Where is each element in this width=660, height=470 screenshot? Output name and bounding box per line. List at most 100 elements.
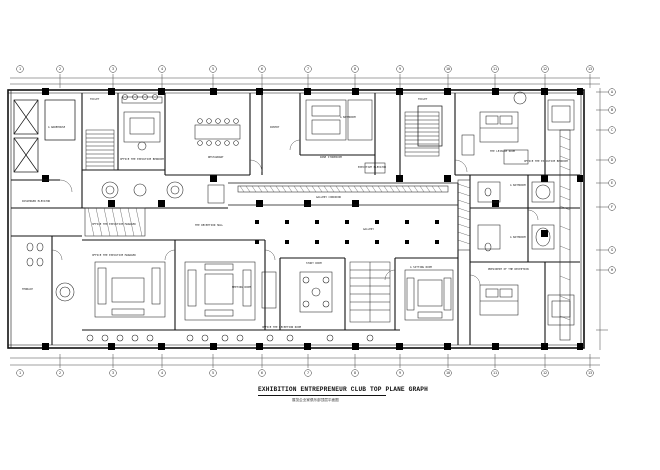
grid-column-bubble-top: 13 [586,65,594,73]
grid-column-bubble-bottom-label: 3 [112,371,114,375]
grid-column-bubble-bottom-circle [258,369,266,377]
grid-column-bubble-top-label: 6 [261,67,263,71]
grid-column-bubble-bottom: 12 [541,369,549,377]
room-label-leisure-room: THE LEISURE ROOM [490,149,515,153]
stair-flights [85,111,440,323]
grid-column-bubble-top-circle [586,65,594,73]
room-label-office-executive-bedroom: OFFICE THE EXECUTIVE BEDROOM [120,157,164,161]
grid-column-bubble-bottom-circle [444,369,452,377]
grid-row-bubble-circle [608,88,616,96]
grid-column-bubble-top-label: 5 [212,67,214,71]
grid-row-bubble-label: B [611,108,613,112]
grid-row-bubble-label: C [611,128,613,132]
grid-column-bubble-bottom-label: 11 [493,371,497,375]
interior-walls [11,93,580,345]
grid-column-bubble-bottom: 2 [56,369,64,377]
grid-column-bubble-top: 7 [304,65,312,73]
grid-column-bubble-bottom-label: 5 [212,371,214,375]
grid-column-bubble-bottom-label: 2 [59,371,61,375]
room-label-restaurant: RESTAURANT [208,155,224,159]
grid-column-bubble-top: 8 [351,65,359,73]
top-dimension-lines [10,74,600,88]
grid-column-bubble-bottom: 4 [158,369,166,377]
grid-row-bubble-circle [608,203,616,211]
grid-column-bubble-bottom: 11 [491,369,499,377]
grid-column-bubble-bottom-circle [541,369,549,377]
grid-column-bubble-top: 12 [541,65,549,73]
room-label-toilet-mid: TOILET [418,97,428,101]
grid-column-bubble-top: 6 [258,65,266,73]
grid-column-bubble-bottom-label: 1 [19,371,21,375]
room-label-office-executive-bedroom-right: OFFICE THE EXECUTIVE BEDROOM [524,159,568,163]
grid-column-bubble-bottom-circle [209,369,217,377]
grid-column-bubble-top: 9 [396,65,404,73]
grid-column-bubble-bottom-label: 8 [354,371,356,375]
grid-column-bubble-bottom: 1 [16,369,24,377]
room-labels: A WAREHOUSE PASSENGER ELEVATOR TOILET OF… [22,97,568,329]
grid-column-bubble-bottom-label: 7 [307,371,309,375]
drawing-subtitle: 展览企业家俱乐部顶层平面图 [292,398,339,402]
bottom-dimension-lines [10,354,600,368]
furniture [26,91,575,342]
grid-column-bubble-top-circle [109,65,117,73]
room-label-bathroom-right: A BATHROOM [510,183,526,187]
grid-column-bubble-bottom-circle [56,369,64,377]
grid-row-bubble: H [608,266,616,274]
room-label-bathroom: A BATHROOM [340,115,356,119]
grid-column-bubble-top-circle [444,65,452,73]
grid-row-bubble: E [608,179,616,187]
grid-column-bubble-bottom-label: 4 [161,371,163,375]
grid-column-bubble-bottom: 10 [444,369,452,377]
grid-column-bubble-top-circle [491,65,499,73]
room-label-office-reception-room: OFFICE THE RECEPTION ROOM [262,325,301,329]
room-label-sitting-room: A SITTING ROOM [410,265,432,269]
grid-column-bubble-bottom-circle [109,369,117,377]
grid-row-bubble-label: G [611,248,613,252]
gallery-columns [255,220,439,244]
title-underline [258,395,386,396]
grid-column-bubble-top-label: 3 [112,67,114,71]
room-label-warehouse: A WAREHOUSE [48,125,66,129]
grid-column-bubble-top-circle [209,65,217,73]
grid-row-bubble: F [608,203,616,211]
grid-column-bubble-bottom: 6 [258,369,266,377]
grid-column-bubble-bottom: 3 [109,369,117,377]
grid-column-bubble-bottom: 8 [351,369,359,377]
structural-columns [42,88,583,350]
grid-column-bubble-top-label: 13 [588,67,592,71]
grid-column-bubble-top-label: 2 [59,67,61,71]
grid-column-bubble-top: 5 [209,65,217,73]
grid-column-bubble-top: 10 [444,65,452,73]
grid-column-bubble-bottom: 7 [304,369,312,377]
grid-row-bubble: C [608,126,616,134]
grid-row-bubble-circle [608,266,616,274]
grid-column-bubble-top-circle [304,65,312,73]
grid-column-bubble-top-circle [158,65,166,73]
room-label-toilet-left: TOILET [90,97,100,101]
room-label-reception-hall: THE RECEPTION HALL [195,223,224,227]
room-label-bathroom-right-2: A BATHROOM [510,235,526,239]
grid-column-bubble-top-circle [541,65,549,73]
room-label-executive-elevator: EXECUTIVE ELEVATOR [358,165,387,169]
grid-column-bubble-bottom: 5 [209,369,217,377]
grid-column-bubble-top-label: 4 [161,67,163,71]
room-label-office-executive-manager: OFFICE THE EXECUTIVE MANAGER [92,222,136,226]
grid-column-bubble-top-circle [56,65,64,73]
grid-row-bubble-label: E [611,181,613,185]
drawing-title: EXHIBITION ENTREPRENEUR CLUB TOP PLANE G… [258,386,428,393]
room-label-study-room: STUDY ROOM [306,261,322,265]
grid-row-bubble-label: D [611,158,613,162]
room-label-president-of-reception: PRESIDENT OF THE RECEPTION [488,267,529,271]
exterior-walls [7,89,585,349]
grid-column-bubble-top-circle [16,65,24,73]
right-dimension-lines [596,88,608,350]
grid-column-bubble-bottom-circle [351,369,359,377]
elevator-shafts [13,99,443,173]
grid-column-bubble-bottom-label: 12 [543,371,547,375]
grid-column-bubble-bottom-circle [158,369,166,377]
grid-column-bubble-bottom-circle [396,369,404,377]
grid-column-bubble-top-label: 9 [399,67,401,71]
